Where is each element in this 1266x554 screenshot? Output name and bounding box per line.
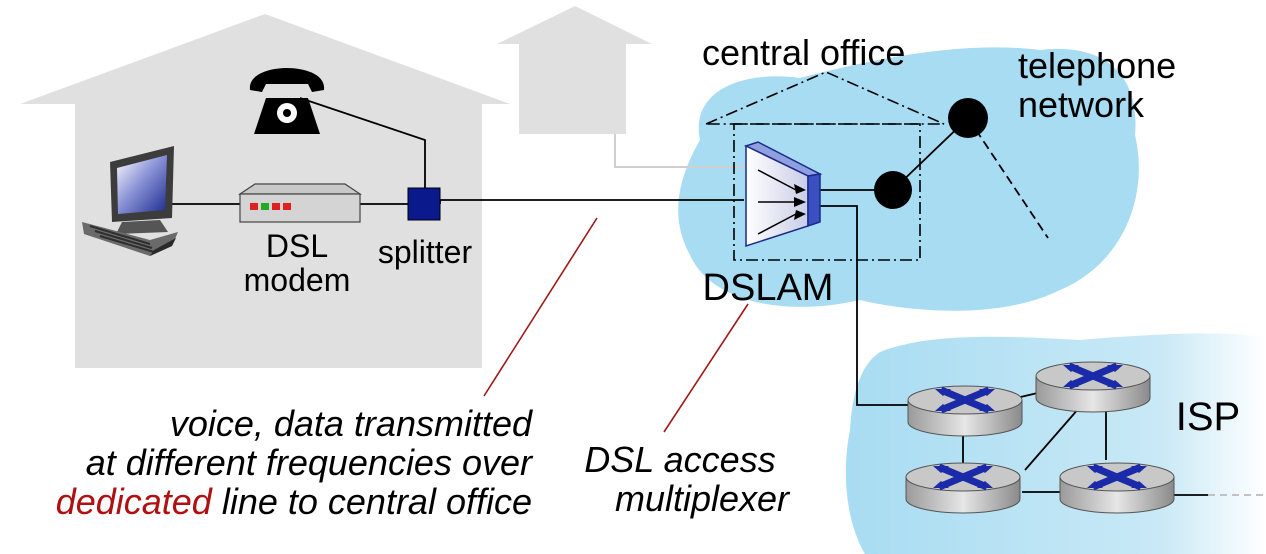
isp-router-1 xyxy=(908,386,1022,436)
splitter-label: splitter xyxy=(378,234,473,270)
isp-router-4 xyxy=(1060,463,1174,513)
neighbor-house xyxy=(497,6,652,134)
voice-annotation-line1: voice, data transmitted xyxy=(170,403,533,444)
dsl-modem-icon xyxy=(238,183,362,223)
splitter-icon xyxy=(407,187,441,221)
telephone-network-switch-node xyxy=(948,98,988,138)
isp-router-3 xyxy=(906,463,1020,513)
voice-annotation-line2: at different frequencies over xyxy=(86,442,534,483)
voice-annotation-line3-rest: line to central office xyxy=(212,481,532,522)
dslam-annotation-line1: DSL access xyxy=(584,439,775,480)
isp-router-2 xyxy=(1036,362,1150,412)
central-office-label: central office xyxy=(702,32,905,73)
telephone-network-dashed-link xyxy=(967,117,1049,239)
dslam-icon xyxy=(744,141,823,248)
isp-label: ISP xyxy=(1176,395,1240,439)
dslam-label: DSLAM xyxy=(703,267,834,309)
telephone-icon xyxy=(249,68,325,134)
computer-icon xyxy=(82,146,178,256)
dslam-leader-line xyxy=(663,303,749,433)
telephone-network-label-line1: telephone xyxy=(1018,45,1176,86)
dsl-modem-label-line1: DSL xyxy=(266,228,328,264)
central-office-switch-node xyxy=(874,171,912,209)
telephone-network-label-line2: network xyxy=(1018,84,1145,125)
dslam-annotation-line2: multiplexer xyxy=(615,478,791,519)
dedicated-highlight: dedicated xyxy=(56,481,213,522)
dsl-modem-label-line2: modem xyxy=(244,262,351,298)
voice-annotation-line3: dedicated line to central office xyxy=(56,481,532,522)
voice-leader-line xyxy=(483,217,598,397)
central-office-building xyxy=(705,71,945,261)
neighbor-line xyxy=(614,134,745,168)
